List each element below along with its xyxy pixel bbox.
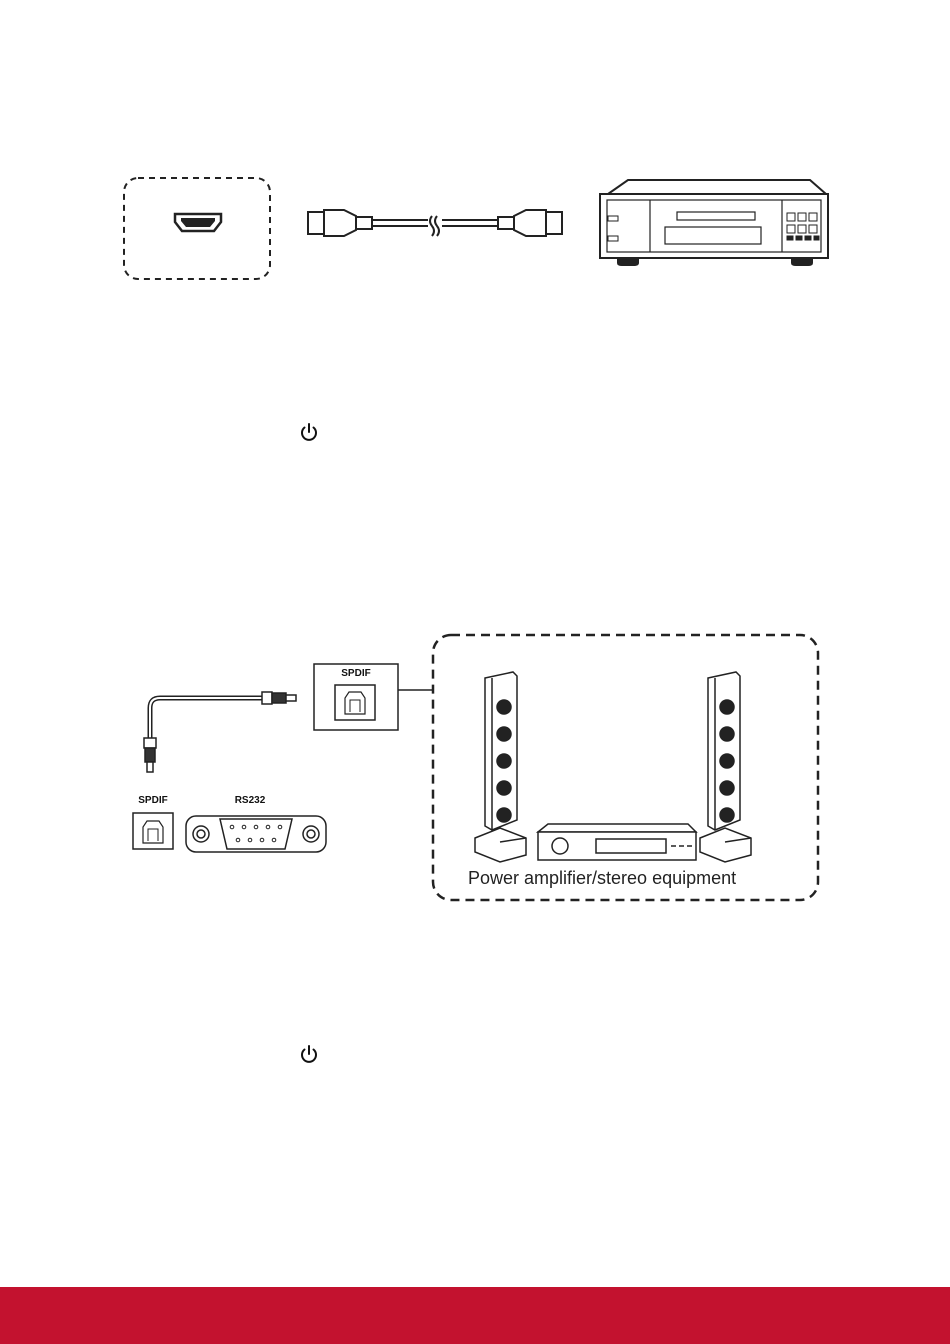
- speaker-right-icon: [700, 672, 751, 862]
- amplifier-icon: [538, 824, 696, 860]
- optical-cable-icon: [144, 692, 296, 772]
- hdmi-diagram: [110, 170, 840, 290]
- power-icon: [298, 1043, 320, 1065]
- equipment-caption: Power amplifier/stereo equipment: [468, 868, 736, 889]
- spdif-port-box: SPDIF: [314, 664, 398, 730]
- panel-spdif-port: [133, 813, 173, 849]
- spdif-port-label: SPDIF: [341, 668, 370, 679]
- dvd-player-icon: [600, 180, 828, 266]
- panel-rs232-label: RS232: [235, 795, 266, 806]
- speaker-left-icon: [475, 672, 526, 862]
- panel-spdif-label: SPDIF: [138, 795, 167, 806]
- footer-bar: [0, 1287, 950, 1344]
- hdmi-cable-icon: [308, 210, 562, 236]
- hdmi-port-icon: [175, 214, 221, 231]
- power-icon: [298, 421, 320, 443]
- spdif-diagram: SPDIF SPDIF RS232: [120, 630, 830, 905]
- rs232-port-icon: [186, 816, 326, 852]
